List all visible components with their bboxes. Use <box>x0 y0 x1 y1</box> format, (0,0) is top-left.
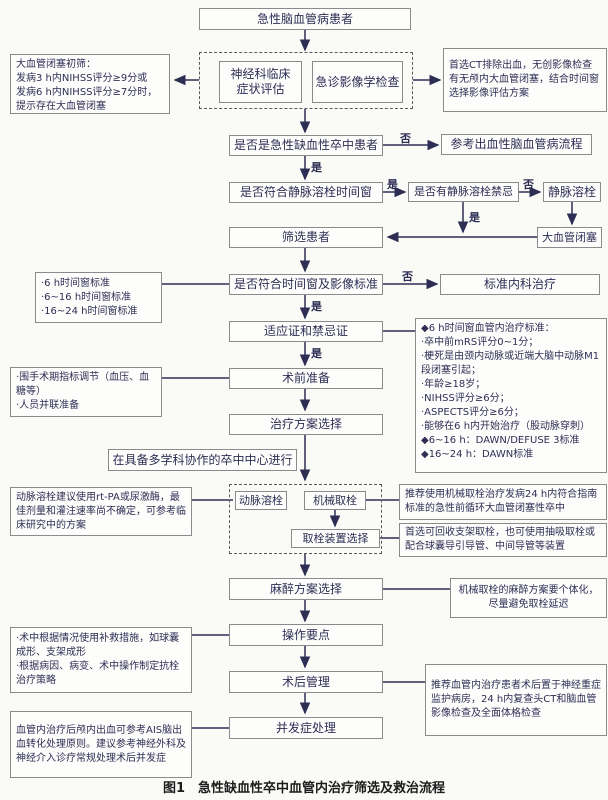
decision-label-yes: 是 <box>311 161 322 174</box>
note-lvo-prescreen-line: 发病6 h内NIHSS评分≥7分时， <box>16 87 158 98</box>
note-icu-followup: 推荐血管内治疗患者术后置于神经重症监护病房，24 h内复查头CT和脑血管影像检查… <box>425 664 607 736</box>
node-indications-contraindications: 适应证和禁忌证 <box>229 321 383 342</box>
node-mechanical-thrombectomy: 机械取栓 <box>304 491 366 510</box>
node-emergency-imaging: 急诊影像学检查 <box>312 61 403 103</box>
note-lvo-prescreen-line: 发病3 h内NIHSS评分≥9分或 <box>16 73 148 84</box>
node-screen-patients: 筛选患者 <box>229 227 383 248</box>
note-evt-criteria-line: ·年龄≥18岁； <box>421 379 486 390</box>
note-perioperative-item: ·围手术期指标调节（血压、血糖等） <box>16 372 150 397</box>
note-time-window-standards: ·6 h时间窗标准 ·6~16 h时间窗标准 ·16~24 h时间窗标准 <box>35 272 162 323</box>
note-evt-criteria-line: ◆6~16 h：DAWN/DEFUSE 3标准 <box>421 435 580 446</box>
note-lvo-prescreen-line: 大血管闭塞初筛： <box>16 59 96 70</box>
note-icu-followup-text: 推荐血管内治疗患者术后置于神经重症监护病房，24 h内复查头CT和脑血管影像检查… <box>431 680 601 719</box>
node-preoperative-preparation: 术前准备 <box>229 368 383 389</box>
note-lvo-prescreen-line: 提示存在大血管闭塞 <box>16 101 106 112</box>
note-device-recommendation-text: 首选可回收支架取栓，也可使用抽吸取栓或配合球囊导引导管、中间导管等装置 <box>405 527 595 552</box>
note-hemorrhage-management: 血管内治疗后颅内出血可参考AIS脑出血转化处理原则。建议参考神经外科及神经介入诊… <box>10 711 192 778</box>
note-evt-criteria-line: ◆6 h时间窗血管内治疗标准： <box>421 323 555 334</box>
note-evt-criteria-line: ·NIHSS评分≥6分； <box>421 393 510 404</box>
evaluation-dashed-group <box>199 52 413 109</box>
note-iat-recommendation: 动脉溶栓建议使用rt-PA或尿激酶，最佳剂量和灌注速率尚不确定，可参考临床研究中… <box>10 487 192 536</box>
node-q-ivt-contraindication: 是否有静脉溶栓禁忌 <box>408 182 519 202</box>
decision-label-no: 否 <box>400 132 411 145</box>
node-q-window-imaging-criteria: 是否符合时间窗及影像标准 <box>229 274 383 295</box>
decision-label-yes: 是 <box>387 178 398 191</box>
decision-label-yes: 是 <box>469 211 480 224</box>
note-rescue-measures: ·术中根据情况使用补救措施，如球囊成形、支架成形 ·根据病因、病变、术中操作制定… <box>10 627 192 693</box>
note-evt-criteria-line: ·梗死是由颈内动脉或近端大脑中动脉M1段闭塞引起； <box>421 351 600 376</box>
note-evt-criteria-line: ·卒中前mRS评分0~1分； <box>421 337 539 348</box>
note-mt-recommendation: 推荐使用机械取栓治疗发病24 h内符合指南标准的急性前循环大血管闭塞性卒中 <box>399 484 607 520</box>
node-operation-key-points: 操作要点 <box>229 624 383 646</box>
node-iv-thrombolysis: 静脉溶栓 <box>543 182 601 202</box>
figure-caption: 图1 急性缺血性卒中血管内治疗筛选及救治流程 <box>162 781 446 796</box>
note-evt-criteria-line: ·ASPECTS评分≥6分； <box>421 407 524 418</box>
note-rescue-item: ·根据病因、病变、术中操作制定抗栓治疗策略 <box>16 661 180 686</box>
note-evt-criteria-line: ·能够在6 h内开始治疗（股动脉穿刺） <box>421 421 591 432</box>
node-neuro-evaluation-line1: 神经科临床 <box>230 67 291 81</box>
note-time-window-item: ·6 h时间窗标准 <box>41 277 111 289</box>
node-treatment-plan-selection: 治疗方案选择 <box>229 414 383 435</box>
note-lvo-prescreen: 大血管闭塞初筛： 发病3 h内NIHSS评分≥9分或 发病6 h内NIHSS评分… <box>10 54 170 114</box>
node-device-selection: 取栓装置选择 <box>291 529 380 548</box>
note-perioperative: ·围手术期指标调节（血压、血糖等） ·人员并联准备 <box>10 367 162 417</box>
node-standard-medical-treatment: 标准内科治疗 <box>440 274 600 295</box>
treatment-dashed-group <box>229 484 382 554</box>
decision-label-no: 否 <box>523 178 534 191</box>
decision-label-yes: 是 <box>311 300 322 313</box>
node-neuro-evaluation: 神经科临床 症状评估 <box>219 61 302 103</box>
note-device-recommendation: 首选可回收支架取栓，也可使用抽吸取栓或配合球囊导引导管、中间导管等装置 <box>399 523 607 557</box>
node-q-acute-ischemic: 是否是急性缺血性卒中患者 <box>229 135 383 156</box>
note-anesthesia-text: 机械取栓的麻醉方案要个体化，尽量避免取栓延迟 <box>458 585 599 610</box>
note-hemorrhage-management-text: 血管内治疗后颅内出血可参考AIS脑出血转化处理原则。建议参考神经外科及神经介入诊… <box>16 724 186 764</box>
decision-label-no: 否 <box>402 270 413 283</box>
note-time-window-item: ·6~16 h时间窗标准 <box>41 291 132 303</box>
node-postoperative-management: 术后管理 <box>229 671 383 693</box>
note-evt-criteria-line: ◆16~24 h：DAWN标准 <box>421 449 534 460</box>
decision-label-yes: 是 <box>311 347 322 360</box>
note-ct-first-text: 首选CT排除出血，无创影像检查有无颅内大血管闭塞，结合时间窗选择影像评估方案 <box>449 60 599 99</box>
note-anesthesia: 机械取栓的麻醉方案要个体化，尽量避免取栓延迟 <box>450 578 607 618</box>
node-large-vessel-occlusion: 大血管闭塞 <box>537 227 602 248</box>
node-complication-handling: 并发症处理 <box>229 717 383 739</box>
note-stroke-center: 在具备多学科协作的卒中中心进行 <box>108 449 297 471</box>
node-q-ivt-time-window: 是否符合静脉溶栓时间窗 <box>229 182 383 203</box>
note-perioperative-item: ·人员并联准备 <box>16 400 80 411</box>
note-time-window-item: ·16~24 h时间窗标准 <box>41 305 138 317</box>
node-ref-hemorrhagic-process: 参考出血性脑血管病流程 <box>441 134 592 155</box>
node-intraarterial-thrombolysis: 动脉溶栓 <box>235 491 287 510</box>
node-anesthesia-plan-selection: 麻醉方案选择 <box>229 578 383 600</box>
note-iat-recommendation-text: 动脉溶栓建议使用rt-PA或尿激酶，最佳剂量和灌注速率尚不确定，可参考临床研究中… <box>16 491 186 531</box>
node-patient: 急性脑血管病患者 <box>199 8 411 30</box>
node-neuro-evaluation-line2: 症状评估 <box>236 82 285 96</box>
note-evt-criteria: ◆6 h时间窗血管内治疗标准： ·卒中前mRS评分0~1分； ·梗死是由颈内动脉… <box>415 318 607 473</box>
note-ct-first: 首选CT排除出血，无创影像检查有无颅内大血管闭塞，结合时间窗选择影像评估方案 <box>443 48 607 112</box>
note-mt-recommendation-text: 推荐使用机械取栓治疗发病24 h内符合指南标准的急性前循环大血管闭塞性卒中 <box>405 489 598 514</box>
note-rescue-item: ·术中根据情况使用补救措施，如球囊成形、支架成形 <box>16 633 180 658</box>
